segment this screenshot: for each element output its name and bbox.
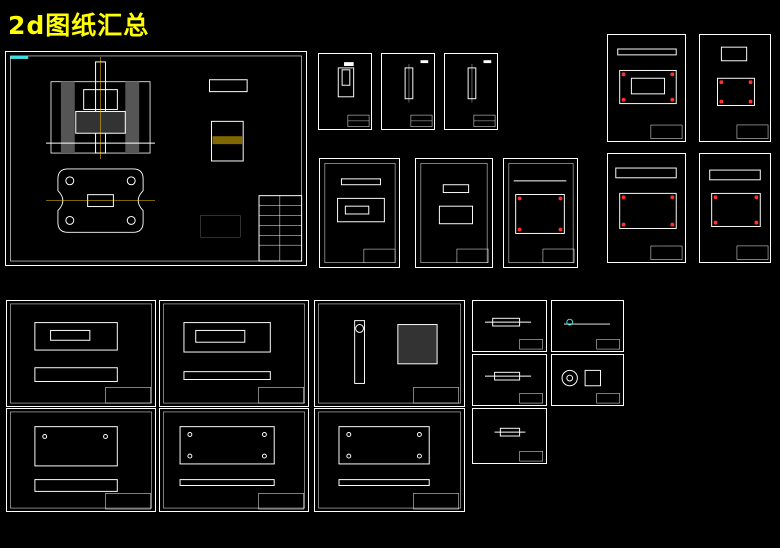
plate-4-sheet[interactable] xyxy=(6,408,156,512)
part-6-graphic xyxy=(508,163,575,263)
assembly-drawing-sheet[interactable] xyxy=(5,51,307,266)
part-9-sheet[interactable] xyxy=(607,153,686,263)
mini-4-graphic xyxy=(561,369,620,404)
part-5-sheet[interactable] xyxy=(415,158,493,268)
plate-3-graphic xyxy=(318,303,461,404)
assembly-drawing-graphic xyxy=(10,55,303,262)
plate-4-graphic xyxy=(10,411,152,510)
plate-6-sheet[interactable] xyxy=(314,408,465,512)
plate-2-graphic xyxy=(163,303,305,404)
part-8-sheet[interactable] xyxy=(699,34,771,142)
part-8-graphic xyxy=(717,46,769,139)
part-10-graphic xyxy=(709,169,769,260)
mini-4-sheet[interactable] xyxy=(551,354,624,406)
mini-5-graphic xyxy=(494,427,544,462)
mini-1-graphic xyxy=(484,317,543,350)
part-7-sheet[interactable] xyxy=(607,34,686,142)
plate-5-sheet[interactable] xyxy=(159,408,309,512)
part-1-graphic xyxy=(337,62,370,127)
part-10-sheet[interactable] xyxy=(699,153,771,263)
page-title: 2d图纸汇总 xyxy=(8,11,150,40)
part-2-graphic xyxy=(404,60,433,127)
plate-3-sheet[interactable] xyxy=(314,300,465,407)
plate-2-sheet[interactable] xyxy=(159,300,309,407)
plate-6-graphic xyxy=(318,411,461,510)
part-1-sheet[interactable] xyxy=(318,53,372,130)
mini-5-sheet[interactable] xyxy=(472,408,547,464)
part-4-sheet[interactable] xyxy=(319,158,400,268)
mini-2-graphic xyxy=(563,318,620,350)
part-9-graphic xyxy=(615,167,683,260)
plate-5-graphic xyxy=(163,411,305,510)
mini-1-sheet[interactable] xyxy=(472,300,547,352)
part-4-graphic xyxy=(324,163,396,263)
mini-2-sheet[interactable] xyxy=(551,300,624,352)
part-3-graphic xyxy=(467,60,496,127)
part-2-sheet[interactable] xyxy=(381,53,435,130)
mini-3-graphic xyxy=(484,371,543,404)
part-5-graphic xyxy=(420,163,489,263)
plate-1-sheet[interactable] xyxy=(6,300,156,407)
part-7-graphic xyxy=(617,48,683,139)
part-3-sheet[interactable] xyxy=(444,53,498,130)
plate-1-graphic xyxy=(10,303,152,404)
part-6-sheet[interactable] xyxy=(503,158,578,268)
mini-3-sheet[interactable] xyxy=(472,354,547,406)
